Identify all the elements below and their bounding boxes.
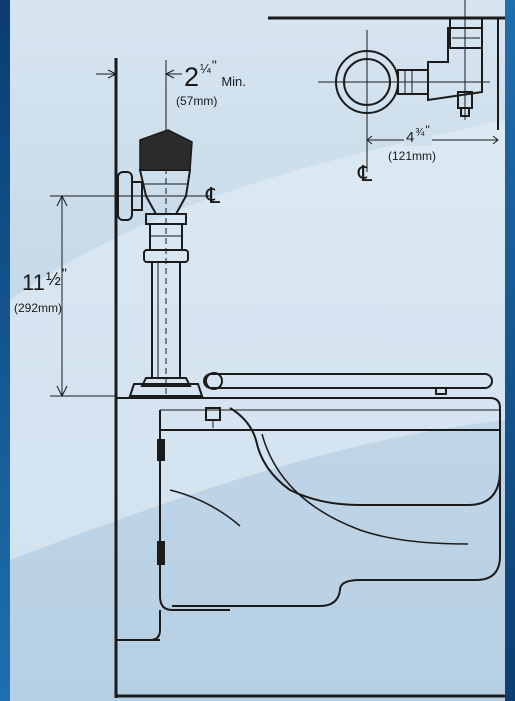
clearance-whole: 2 — [184, 62, 200, 92]
height-whole: 11 — [22, 270, 45, 295]
clearance-dimension: 2¼" Min. — [184, 58, 246, 92]
offset-fraction: ¾ — [415, 127, 425, 139]
flush-handle — [139, 129, 193, 171]
centerline-symbol-valve: ℄ — [206, 184, 221, 209]
offset-quote: " — [425, 123, 430, 137]
clearance-quote: " — [211, 57, 217, 73]
clearance-min-label: Min. — [221, 74, 246, 89]
offset-metric: (121mm) — [388, 149, 437, 163]
clearance-fraction: ¼ — [200, 61, 211, 76]
centerline-symbol-plan: ℄ — [358, 162, 373, 187]
height-dimension: 11½" — [22, 266, 67, 295]
height-metric: (292mm) — [14, 301, 63, 315]
height-fraction: ½ — [45, 269, 61, 289]
height-quote: " — [61, 265, 67, 281]
clearance-metric: (57mm) — [176, 94, 218, 108]
light-band — [10, 120, 505, 560]
offset-dimension: 4¾" — [404, 124, 432, 146]
offset-whole: 4 — [406, 129, 415, 146]
